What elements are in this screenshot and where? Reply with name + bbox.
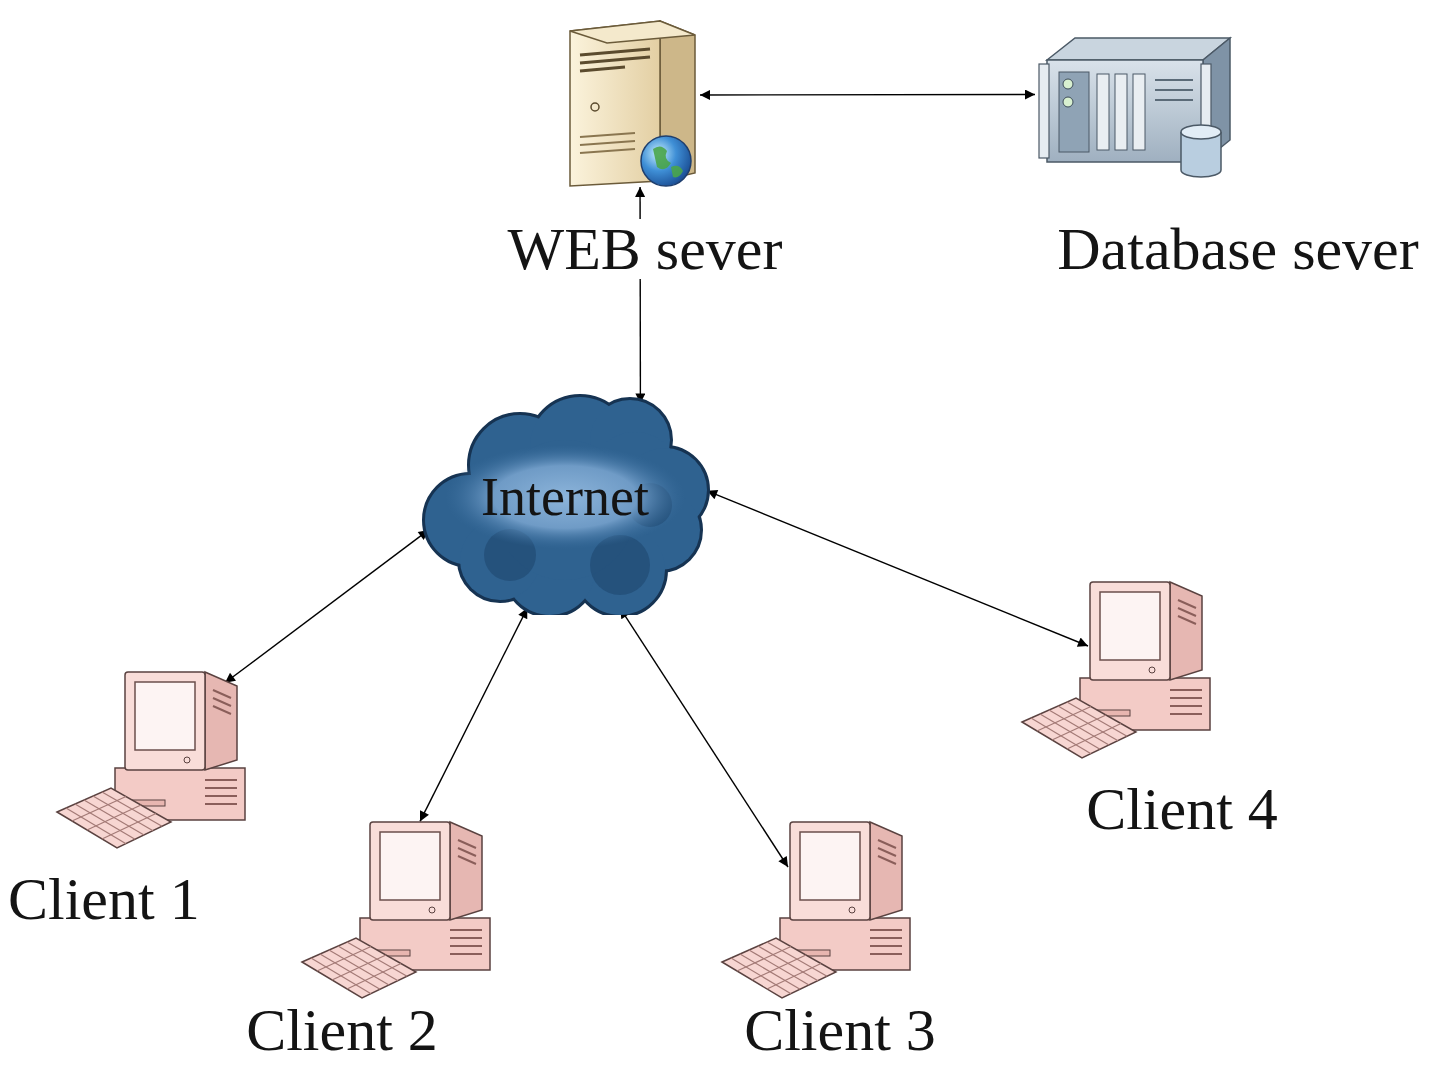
client-computer-drawing (1020, 570, 1220, 760)
connector-arrow (620, 608, 788, 867)
connector-arrow (420, 608, 527, 821)
web-server-drawing (565, 15, 700, 187)
client-computer-symbol (57, 672, 245, 848)
client-computer-symbol (722, 822, 910, 998)
internet-cloud: Internet (420, 385, 710, 615)
client-computer: Client 4 (1020, 570, 1220, 760)
connector-arrow (700, 94, 1035, 96)
node-label: Client 1 (4, 869, 204, 929)
database-server-drawing (1035, 30, 1235, 180)
client-computer-symbol (302, 822, 490, 998)
node-label: Client 4 (1082, 779, 1282, 839)
client-computer-drawing (300, 810, 500, 1000)
node-label: Client 2 (242, 1000, 442, 1060)
node-label: Client 3 (740, 1000, 940, 1060)
client-computer: Client 3 (720, 810, 920, 1000)
client-computer: Client 1 (55, 660, 255, 850)
cloud-label: Internet (481, 470, 649, 524)
connector-arrow (707, 491, 1088, 646)
client-computer: Client 2 (300, 810, 500, 1000)
client-computer-drawing (720, 810, 920, 1000)
node-label: WEB sever (504, 219, 787, 279)
client-computer-symbol (1022, 582, 1210, 758)
web-server-symbol (570, 21, 695, 186)
client-computer-drawing (55, 660, 255, 850)
database-server-symbol (1039, 38, 1230, 177)
connector-arrow (225, 530, 429, 683)
database-server: Database sever (1035, 30, 1235, 180)
node-label: Database sever (1053, 219, 1422, 279)
web-server: WEB sever (565, 15, 700, 187)
internet-cloud-symbol (425, 397, 707, 615)
